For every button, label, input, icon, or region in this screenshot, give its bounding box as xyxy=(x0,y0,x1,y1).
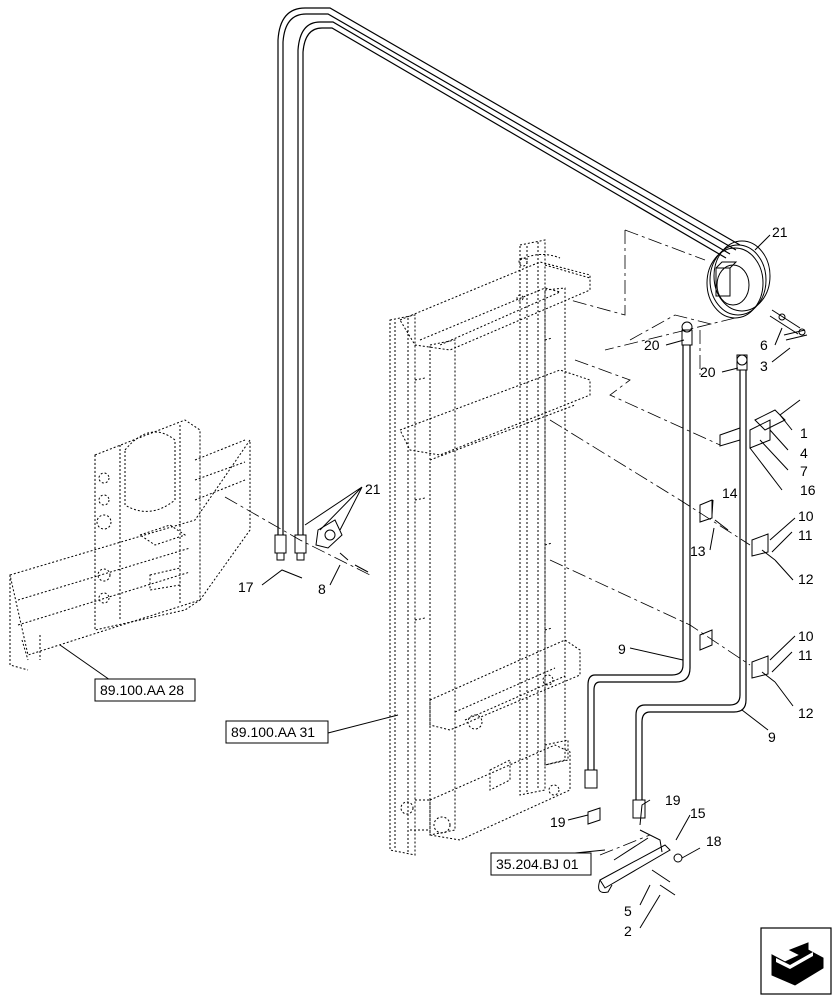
ref-box-89-100-aa-31[interactable]: 89.100.AA 31 xyxy=(225,720,329,744)
callout-label: 17 xyxy=(238,579,254,595)
callout-labels: 21 20 20 6 3 1 4 7 16 14 13 10 11 12 10 … xyxy=(238,224,816,939)
callout-label: 16 xyxy=(800,482,816,498)
ref-box-label: 89.100.AA 31 xyxy=(231,724,315,740)
callout-label: 5 xyxy=(624,903,632,919)
ref-box-89-100-aa-28[interactable]: 89.100.AA 28 xyxy=(94,678,196,702)
callout-label: 12 xyxy=(798,571,814,587)
callout-label: 6 xyxy=(760,337,768,353)
tube-lines xyxy=(584,321,748,819)
long-hose-pair xyxy=(274,7,741,561)
callout-label: 9 xyxy=(768,729,776,745)
callout-label: 18 xyxy=(706,833,722,849)
callout-label: 1 xyxy=(800,425,808,441)
callout-label: 4 xyxy=(800,445,808,461)
callout-label: 13 xyxy=(690,543,706,559)
callout-label: 2 xyxy=(624,923,632,939)
callout-label: 10 xyxy=(798,628,814,644)
callout-label: 19 xyxy=(550,814,566,830)
callout-label: 20 xyxy=(700,364,716,380)
callout-label: 12 xyxy=(798,705,814,721)
callout-label: 9 xyxy=(618,641,626,657)
callout-label: 21 xyxy=(365,481,381,497)
carriage-assembly xyxy=(9,419,251,671)
callout-label: 3 xyxy=(760,358,768,374)
callout-label: 15 xyxy=(690,805,706,821)
ref-box-label: 35.204.BJ 01 xyxy=(496,856,579,872)
assembly-centerlines xyxy=(224,229,751,856)
reel-bolts xyxy=(769,309,808,341)
leader-lines xyxy=(59,234,796,929)
clamp-hardware xyxy=(315,399,801,896)
callout-label: 10 xyxy=(798,508,814,524)
callout-label: 20 xyxy=(644,337,660,353)
reference-boxes: 89.100.AA 28 89.100.AA 31 35.204.BJ 01 xyxy=(94,678,592,876)
ref-box-label: 89.100.AA 28 xyxy=(100,682,184,698)
callout-label: 19 xyxy=(665,792,681,808)
callout-label: 8 xyxy=(318,581,326,597)
callout-label: 11 xyxy=(798,647,813,663)
callout-label: 11 xyxy=(798,527,813,543)
mast-assembly xyxy=(389,239,591,856)
ref-box-35-204-bj-01[interactable]: 35.204.BJ 01 xyxy=(490,852,592,876)
callout-label: 14 xyxy=(722,485,738,501)
callout-label: 7 xyxy=(800,463,808,479)
next-page-arrow-icon[interactable] xyxy=(760,927,832,995)
callout-label: 21 xyxy=(772,224,788,240)
